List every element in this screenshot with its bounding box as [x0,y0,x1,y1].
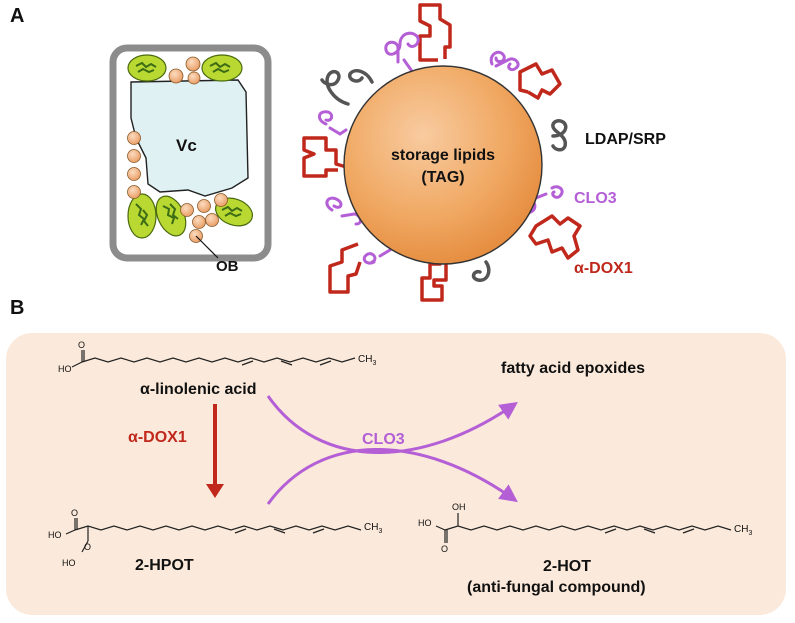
chloroplast [127,54,167,82]
clo3-arrow-lower [266,448,518,505]
hot-ch3: CH3 [734,524,752,537]
hpot-o: O [71,508,78,518]
droplet-sphere [343,65,543,265]
hot-ho: HO [418,518,432,528]
dox-label: α-DOX1 [574,260,633,277]
substrate-name: α-linolenic acid [140,381,257,398]
hot-structure [435,513,732,543]
lipid-droplet: storage lipids (TAG) LDAP/SRP CLO3 α-DOX… [302,3,666,302]
hot-subtitle: (anti-fungal compound) [467,579,646,596]
hpot-ch3: CH3 [364,522,382,535]
substrate-ch3: CH3 [358,354,376,367]
chloroplast [127,193,157,239]
ldap-label: LDAP/SRP [585,131,666,148]
chloroplast [201,54,243,82]
panel-b-letter: B [10,297,24,319]
droplet-subtitle: (TAG) [421,169,464,186]
plant-cell: Vc [109,44,272,275]
hpot-hoo: HO [62,558,76,568]
product-epoxides: fatty acid epoxides [501,360,645,377]
alpha-linolenic-structure [71,350,356,368]
dox-arrow-head [206,484,224,498]
substrate-o: O [78,340,85,350]
droplet-title: storage lipids [391,147,495,164]
clo3-arrow-upper [266,395,518,454]
clo3-arrow-label: CLO3 [362,431,405,448]
hpot-o2: O [84,542,91,552]
ldap-protein [320,68,568,282]
panel-a-letter: A [10,5,24,27]
hot-oh: OH [452,502,466,512]
pathway-panel [6,333,786,615]
vacuole-label: Vc [176,136,197,155]
hpot-structure [65,518,362,553]
dox-arrow-label: α-DOX1 [128,429,187,446]
ob-pointer [195,235,219,259]
chloroplast [155,195,187,237]
oil-body-label: OB [216,258,239,275]
hpot-name: 2-HPOT [135,557,194,574]
hot-o: O [441,544,448,554]
oil-bodies [127,56,228,243]
hot-name: 2-HOT [543,558,591,575]
hpot-ho: HO [48,530,62,540]
clo3-label: CLO3 [574,190,617,207]
substrate-ho: HO [58,364,72,374]
